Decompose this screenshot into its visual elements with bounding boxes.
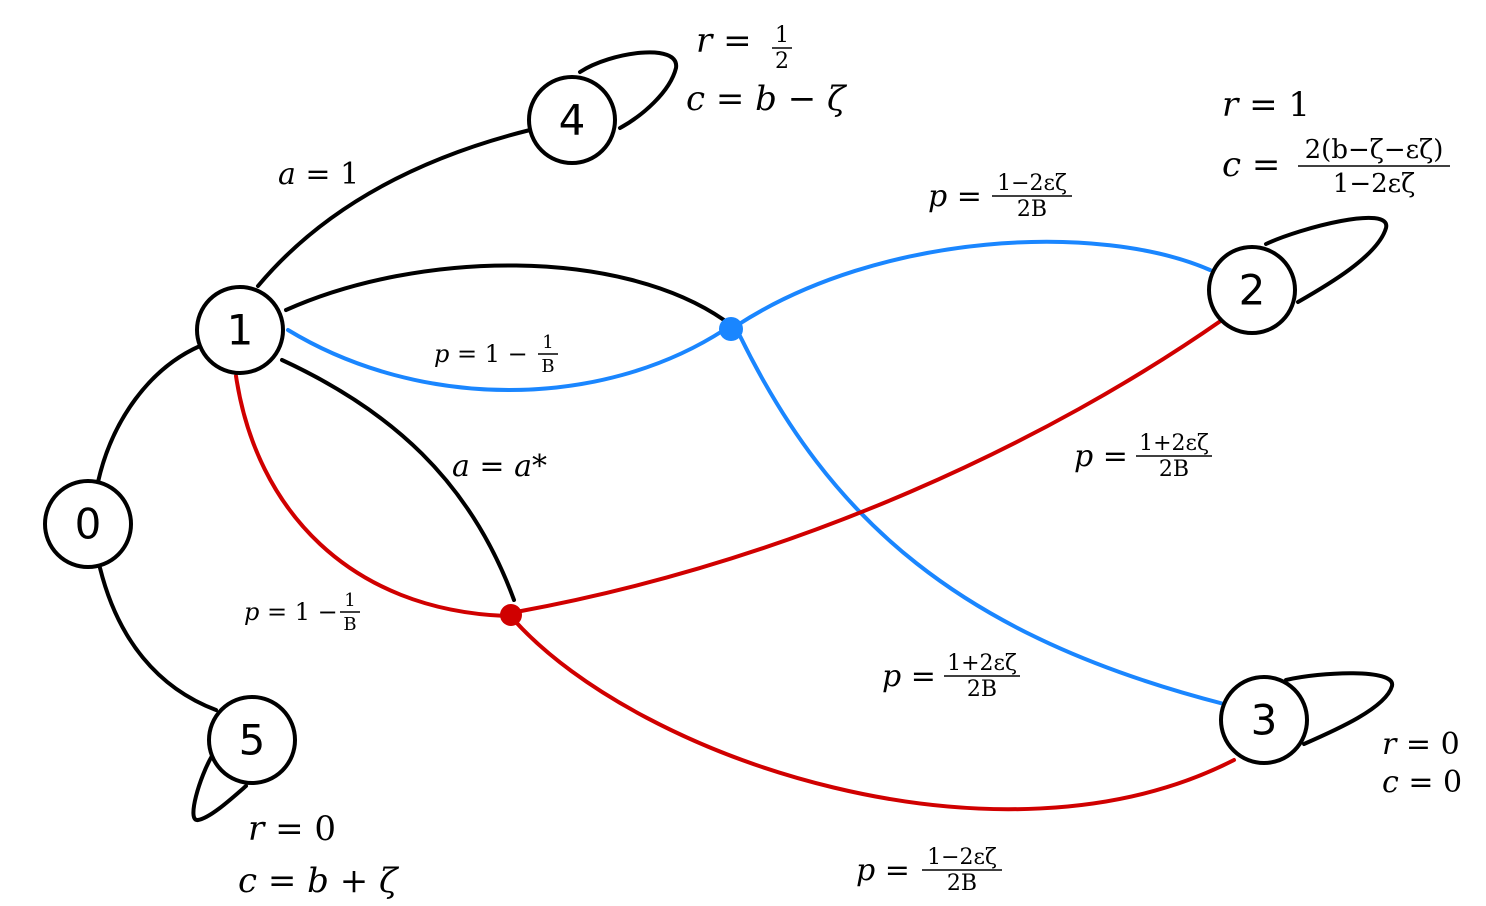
node-4: 4	[527, 75, 617, 165]
svg-text:2B: 2B	[967, 677, 997, 702]
svg-text:p =: p =	[882, 659, 936, 694]
node-0: 0	[43, 479, 133, 569]
self-loop-5	[191, 754, 248, 822]
node-3: 3	[1219, 675, 1309, 765]
svg-text:B: B	[541, 356, 554, 377]
svg-text:c =: c =	[1222, 145, 1280, 185]
edge-red-chance-2	[514, 318, 1224, 614]
node-2: 2	[1207, 245, 1297, 335]
svg-text:2B: 2B	[1017, 197, 1047, 222]
svg-text:1: 1	[542, 332, 553, 353]
red-chance-node	[500, 604, 522, 626]
svg-text:B: B	[343, 614, 356, 635]
edge-blue-chance-3	[738, 334, 1226, 706]
node-label: 3	[1251, 696, 1278, 745]
svg-text:p =: p =	[856, 853, 910, 888]
edge-1-red-chance	[280, 358, 516, 602]
blue-chance-node	[719, 317, 743, 341]
node-label: 0	[75, 500, 102, 549]
edge-1-blue-chance-transition	[286, 328, 726, 392]
svg-text:1−2εζ: 1−2εζ	[1333, 169, 1415, 199]
svg-text:1−2εζ: 1−2εζ	[927, 845, 997, 870]
svg-text:1−2εζ: 1−2εζ	[997, 171, 1067, 196]
svg-text:r =: r =	[696, 21, 752, 61]
edge-red-chance-3	[512, 618, 1236, 812]
node3-cost-label: c = 0	[1382, 765, 1462, 800]
node-5: 5	[207, 695, 297, 785]
self-loop-4	[578, 50, 679, 130]
node2-reward-label: r = 1	[1222, 85, 1310, 125]
node-label: 1	[227, 306, 254, 355]
prob-label-red-to-3: p = 1−2εζ 2B	[856, 845, 1002, 896]
svg-text:2(b−ζ−εζ): 2(b−ζ−εζ)	[1305, 135, 1444, 165]
node5-cost-label: c = b + ζ	[238, 861, 400, 901]
svg-text:p = 1 −: p = 1 −	[434, 340, 528, 368]
node-label: 2	[1239, 266, 1266, 315]
svg-text:2B: 2B	[1159, 457, 1189, 482]
svg-text:2B: 2B	[947, 871, 977, 896]
svg-text:1: 1	[344, 590, 355, 611]
node3-reward-label: r = 0	[1382, 727, 1460, 762]
edge-1-blue-chance	[284, 263, 726, 322]
svg-text:1+2εζ: 1+2εζ	[1139, 431, 1209, 456]
self-loop-2	[1264, 215, 1389, 304]
svg-text:1: 1	[775, 23, 789, 48]
node4-cost-label: c = b − ζ	[686, 79, 848, 119]
node-label: 5	[239, 716, 266, 765]
node2-cost-label: c = 2(b−ζ−εζ) 1−2εζ	[1222, 135, 1450, 199]
action-label-a-equals-1: a = 1	[278, 157, 359, 192]
svg-text:1+2εζ: 1+2εζ	[947, 651, 1017, 676]
svg-text:p =: p =	[1074, 439, 1128, 474]
prob-label-1-to-red: p = 1 − 1 B	[244, 590, 360, 635]
svg-text:p =: p =	[928, 179, 982, 214]
node5-reward-label: r = 0	[248, 809, 336, 849]
prob-label-blue-to-3: p = 1+2εζ 2B	[882, 651, 1020, 702]
svg-text:p = 1 −: p = 1 −	[244, 598, 338, 626]
self-loop-3	[1284, 671, 1394, 746]
node4-reward-label: r = 1 2	[696, 21, 792, 74]
svg-text:2: 2	[775, 49, 789, 74]
edge-blue-chance-2	[734, 239, 1212, 328]
edge-0-1	[96, 344, 202, 484]
edge-0-5	[98, 566, 218, 712]
action-label-a-equals-astar: a = a*	[452, 449, 547, 484]
prob-label-red-to-2: p = 1+2εζ 2B	[1074, 431, 1212, 482]
edge-1-red-chance-transition	[234, 374, 508, 618]
edge-1-4	[256, 128, 532, 288]
node-label: 4	[559, 96, 586, 145]
prob-label-blue-to-2: p = 1−2εζ 2B	[928, 171, 1072, 222]
node-1: 1	[195, 285, 285, 375]
prob-label-1-to-blue: p = 1 − 1 B	[434, 332, 558, 377]
